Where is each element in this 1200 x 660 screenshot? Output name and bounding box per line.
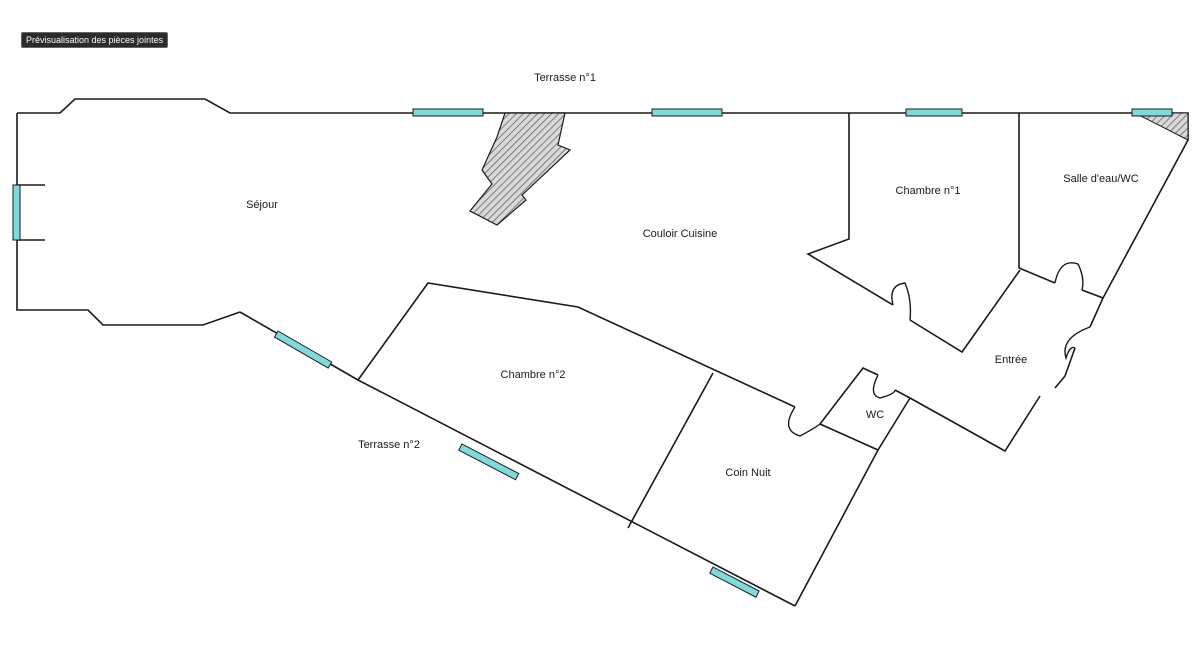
window-icon <box>709 566 760 598</box>
label-coin-nuit: Coin Nuit <box>725 467 770 479</box>
window-icon <box>1131 108 1173 117</box>
room-labels: Terrasse n°1 Séjour Couloir Cuisine Cham… <box>246 72 1139 479</box>
label-salle-eau: Salle d'eau/WC <box>1063 173 1139 185</box>
window-icon <box>651 108 723 117</box>
label-chambre-1: Chambre n°1 <box>896 185 961 197</box>
door-coin-nuit-icon <box>787 406 821 437</box>
window-icon <box>12 184 21 241</box>
outer-walls <box>16 98 1189 607</box>
label-sejour: Séjour <box>246 199 278 211</box>
label-terrasse-1: Terrasse n°1 <box>534 72 596 84</box>
label-terrasse-2: Terrasse n°2 <box>358 439 420 451</box>
doors <box>787 262 1091 437</box>
window-icon <box>412 108 484 117</box>
windows <box>12 108 1173 598</box>
attachments-preview-badge[interactable]: Prévisualisation des pièces jointes <box>22 33 168 47</box>
door-entree-icon <box>1064 326 1091 361</box>
door-chambre-1-icon <box>891 282 912 321</box>
door-wc-icon <box>872 374 896 399</box>
interior-walls <box>357 113 1105 529</box>
window-icon <box>458 443 520 481</box>
window-icon <box>905 108 963 117</box>
door-salle-eau-icon <box>1054 262 1084 291</box>
label-entree: Entrée <box>995 354 1027 366</box>
label-chambre-2: Chambre n°2 <box>501 369 566 381</box>
label-couloir-cuisine: Couloir Cuisine <box>643 228 718 240</box>
window-icon <box>273 330 333 369</box>
corner-hatch-icon <box>1134 112 1189 141</box>
chimney-hatch-icon <box>469 112 572 226</box>
label-wc: WC <box>866 409 884 421</box>
